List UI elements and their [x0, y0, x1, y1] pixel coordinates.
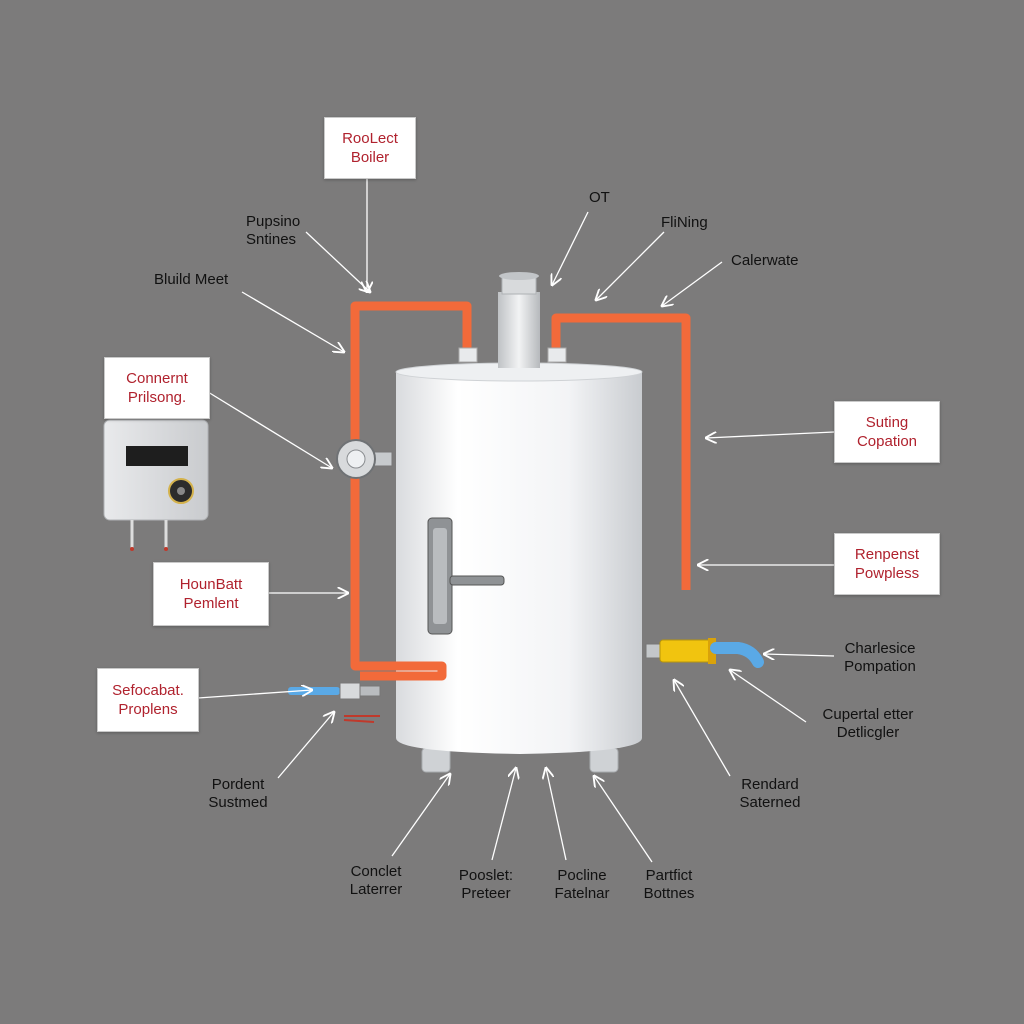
leader-connent-prilsong — [207, 391, 332, 468]
label-connent-prilsong: Connernt Prilsong. — [104, 357, 210, 419]
label-charlesice-pompation: Charlesice Pompation — [844, 640, 916, 675]
pipe-stubs — [458, 347, 567, 363]
leader-charlesice-pompation — [764, 654, 835, 656]
label-sefocabat-proplens: Sefocabat. Proplens — [97, 668, 199, 732]
leader-pocline-fatelnar — [546, 768, 567, 861]
leader-calerwate — [662, 261, 723, 306]
leader-pupsino-sntines — [305, 231, 370, 292]
orange-pipes — [350, 301, 691, 681]
pipe-valve — [336, 439, 393, 479]
leader-bluild-meet — [241, 291, 344, 352]
label-roolect-boiler: RooLect Boiler — [324, 117, 416, 179]
leader-lines — [197, 177, 835, 863]
tank-access-handle — [427, 517, 505, 635]
label-calerwate: Calerwate — [731, 252, 799, 269]
leader-sefocabat-proplens — [197, 690, 312, 699]
right-inlet-connector — [645, 638, 764, 668]
label-ot: OT — [589, 189, 610, 206]
leader-conclet-laterrer — [391, 774, 450, 857]
label-pocline-fatelnar: Pocline Fatelnar — [554, 867, 610, 902]
label-pordent-sustmed: Pordent Sustmed — [208, 776, 268, 811]
leader-ot — [552, 211, 589, 285]
left-bottom-fitting — [288, 682, 381, 723]
label-renpenst-powpless: Renpenst Powpless — [834, 533, 940, 595]
leader-suting-copation — [706, 431, 835, 438]
leader-rendard-saterned — [674, 680, 731, 777]
label-partfict-bottnes: Partfict Bottnes — [643, 867, 695, 902]
label-rendard-saterned: Rendard Saterned — [739, 776, 801, 811]
leader-partfict-bottnes — [594, 776, 653, 863]
label-conclet-laterrer: Conclet Laterrer — [349, 863, 403, 898]
label-hounbatt-pemlent: HounBatt Pemlent — [153, 562, 269, 626]
label-pooslet-preteer: Pooslet: Preteer — [458, 867, 514, 902]
leader-cupertal-etter — [730, 670, 807, 723]
label-suting-copation: Suting Copation — [834, 401, 940, 463]
label-bluild-meet: Bluild Meet — [154, 271, 229, 288]
label-cupertal-etter-detlicgler: Cupertal etter Detlicgler — [822, 706, 914, 741]
leader-pooslet-preteer — [491, 768, 516, 861]
leader-flilning — [596, 231, 665, 300]
leader-pordent-sustmed — [277, 712, 334, 779]
tank-feet — [421, 747, 619, 773]
label-pupsino-sntines: Pupsino Sntines — [246, 213, 301, 248]
control-panel — [103, 419, 209, 551]
flue-chimney — [498, 272, 540, 368]
label-flilning: FliNing — [661, 214, 708, 231]
